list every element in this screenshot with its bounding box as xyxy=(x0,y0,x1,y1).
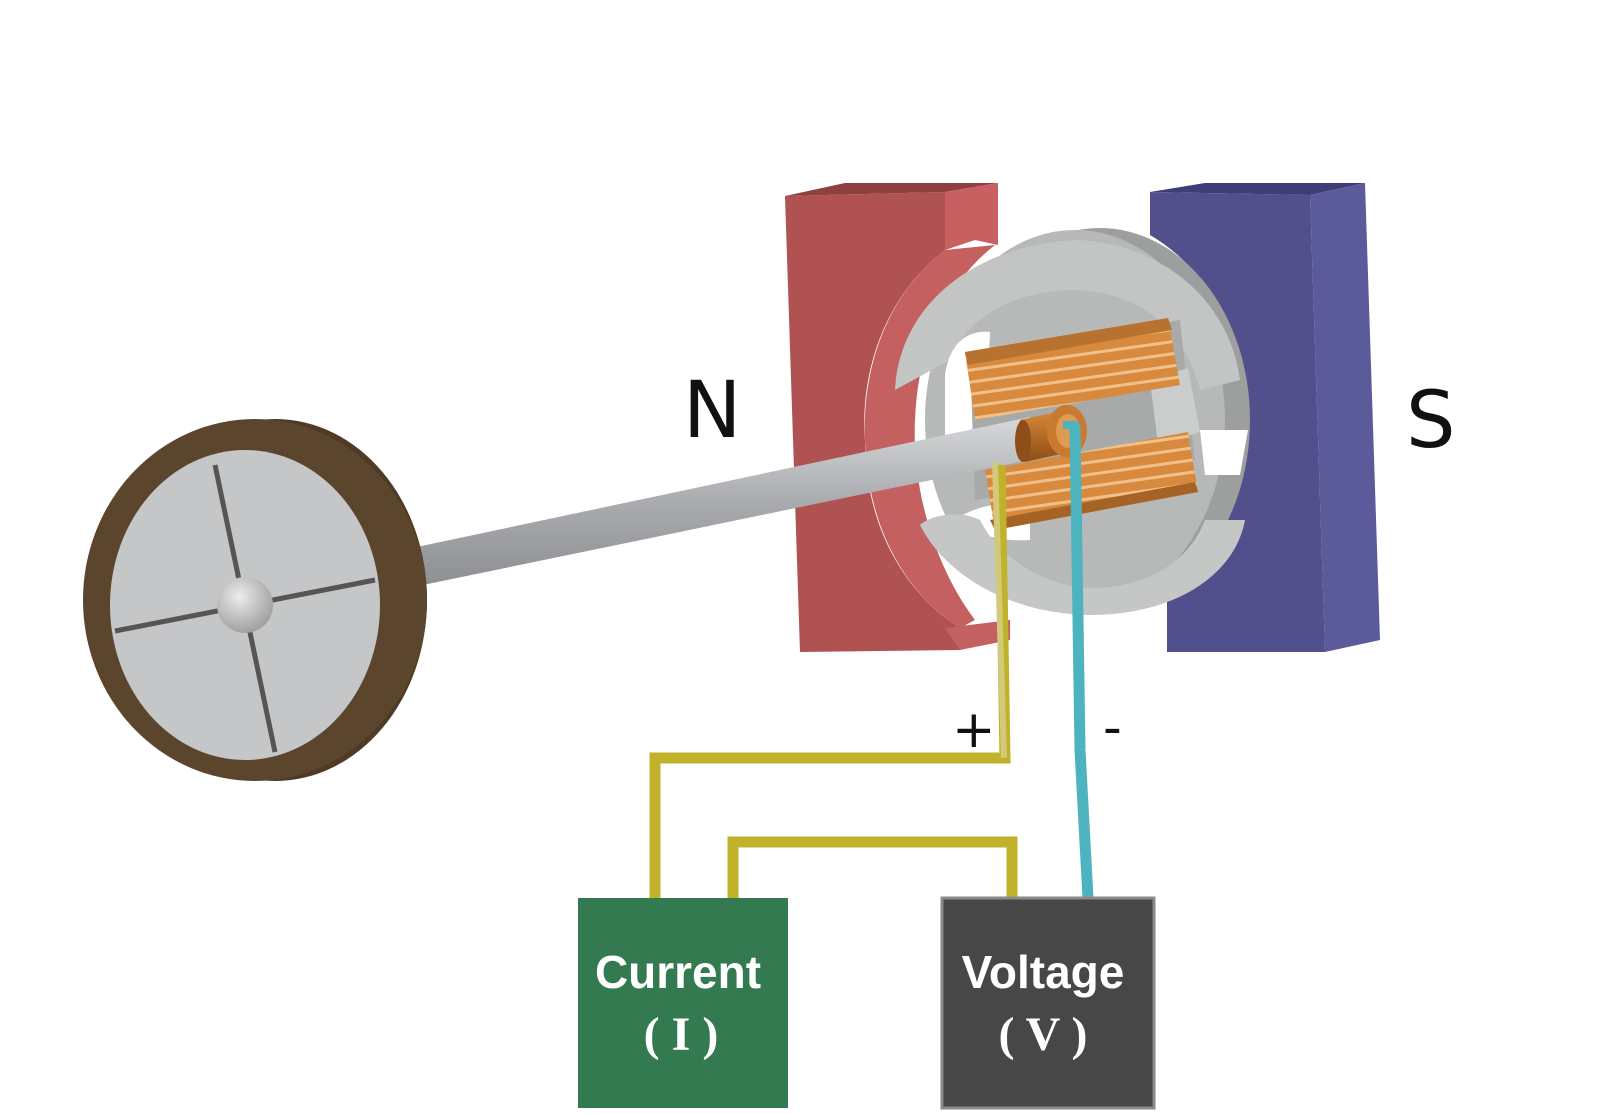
lower-coil xyxy=(985,432,1198,530)
voltage-title: Voltage xyxy=(962,946,1125,998)
south-pole-label: S xyxy=(1406,376,1456,466)
positive-terminal-label: + xyxy=(952,700,996,760)
north-pole-label: N xyxy=(683,366,741,456)
flywheel xyxy=(83,419,427,781)
negative-wire xyxy=(1063,421,1094,899)
negative-terminal-label: - xyxy=(1103,698,1122,758)
voltage-symbol: ( V ) xyxy=(999,1008,1088,1061)
voltage-meter: Voltage ( V ) xyxy=(940,896,1156,1110)
north-magnet xyxy=(785,183,1010,652)
motor-shaft xyxy=(412,417,1038,586)
current-title: Current xyxy=(595,946,761,998)
current-meter: Current ( I ) xyxy=(578,898,788,1108)
positive-lead xyxy=(992,461,1007,759)
current-symbol: ( I ) xyxy=(644,1008,719,1061)
south-magnet xyxy=(1150,183,1380,652)
upper-coil xyxy=(965,318,1180,420)
